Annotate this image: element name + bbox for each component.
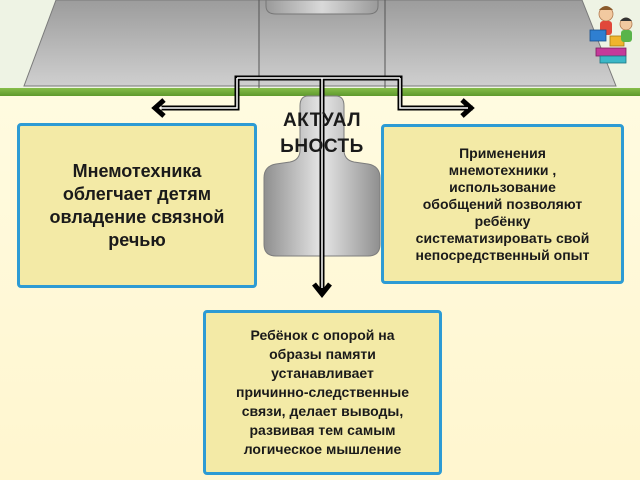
box-left-line: речью	[108, 229, 166, 250]
box-right-line: ребёнку	[474, 212, 531, 229]
box-bottom-line: образы памяти	[269, 346, 376, 362]
center-label-line-2: ЬНОСТЬ	[280, 136, 364, 157]
box-left-line: овладение связной	[49, 206, 225, 227]
box-bottom-line: устанавливает	[271, 365, 374, 381]
center-label-line-1: АКТУАЛ	[282, 110, 362, 131]
box-bottom-line: развивая тем самым	[249, 422, 396, 438]
box-left-speech: Мнемотехника облегчает детям овладение с…	[17, 123, 257, 288]
box-left-line: Мнемотехника	[72, 160, 202, 181]
kids-with-books-illustration-icon	[589, 6, 633, 64]
box-left-line: облегчает детям	[62, 183, 212, 204]
top-cap-shape	[265, 0, 379, 15]
box-right-experience: Применения мнемотехники , использование …	[381, 124, 624, 284]
box-right-line: использование	[449, 178, 556, 195]
center-label-relevance: АКТУАЛ ЬНОСТЬ	[262, 108, 382, 160]
arrow-right-head	[460, 98, 475, 118]
box-bottom-thinking: Ребёнок с опорой на образы памяти устана…	[203, 310, 442, 475]
arrow-left-head	[151, 98, 166, 118]
arrowheads	[151, 98, 475, 299]
trapezoid-shape	[23, 0, 617, 87]
box-bottom-line: причинно-следственные	[236, 384, 409, 400]
arrow-down-head	[312, 282, 332, 299]
box-right-line: Применения	[459, 144, 546, 161]
box-right-line: систематизировать свой	[415, 229, 590, 246]
box-right-line: непосредственный опыт	[415, 246, 590, 263]
box-bottom-line: связи, делает выводы,	[241, 403, 404, 419]
box-bottom-line: Ребёнок с опорой на	[250, 327, 395, 343]
box-bottom-line: логическое мышление	[243, 441, 402, 457]
box-right-line: обобщений позволяют	[422, 195, 583, 212]
box-right-line: мнемотехники ,	[448, 161, 557, 178]
